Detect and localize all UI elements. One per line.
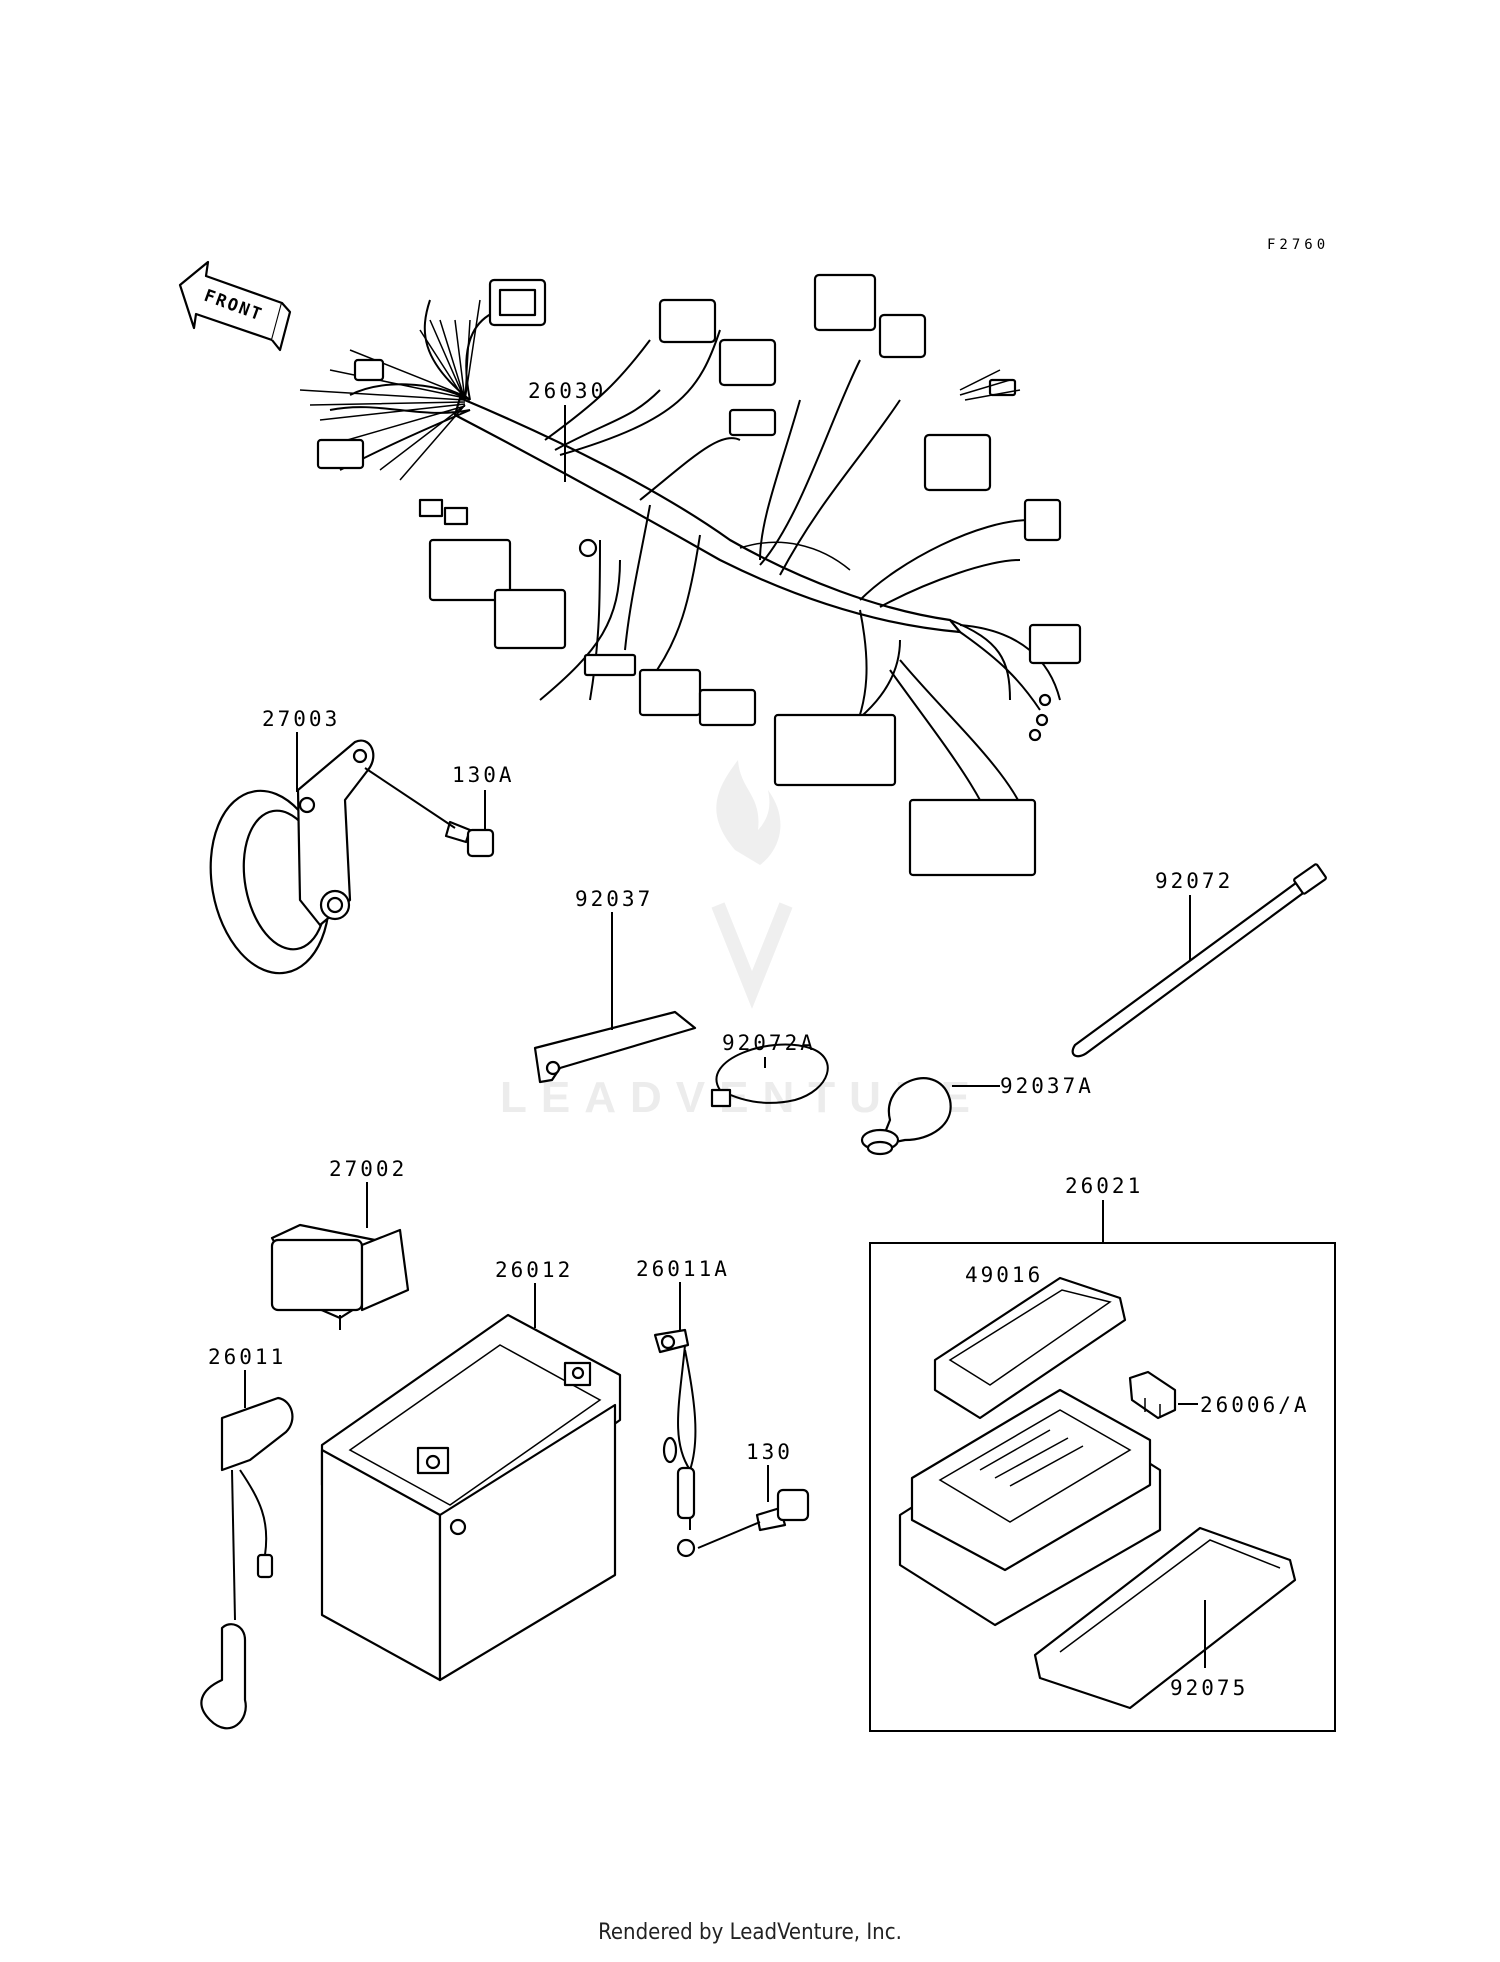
bolt-130 (755, 1488, 810, 1532)
label-26006A: 26006/A (1200, 1393, 1310, 1417)
battery-26012 (320, 1313, 622, 1682)
fuse-26006A (1128, 1370, 1177, 1420)
label-92072A: 92072A (722, 1031, 816, 1055)
clamp-92037A (860, 1077, 952, 1156)
label-92072: 92072 (1155, 869, 1233, 893)
figure-code: F2760 (1267, 237, 1329, 253)
horn-27003 (209, 739, 375, 975)
relay-27002 (270, 1223, 410, 1330)
label-26030: 26030 (528, 379, 606, 403)
label-49016: 49016 (965, 1263, 1043, 1287)
fuse-box-cover-49016 (933, 1276, 1127, 1420)
label-130: 130 (746, 1440, 793, 1464)
leader-bolt-130A (364, 767, 456, 829)
strap-92037 (533, 1010, 697, 1084)
cable-26011 (200, 1396, 294, 1730)
fuse-box-tray-92075 (1033, 1526, 1297, 1710)
leader-bolt-130 (697, 1521, 761, 1549)
label-26011A: 26011A (636, 1257, 730, 1281)
fuse-box-body (898, 1388, 1162, 1627)
label-92075: 92075 (1170, 1676, 1248, 1700)
footer-credit: Rendered by LeadVenture, Inc. (598, 1920, 902, 1945)
front-arrow: FRONT (178, 260, 292, 352)
cable-tie-92072 (1071, 863, 1327, 1058)
cable-26011A (653, 1328, 697, 1558)
label-27002: 27002 (329, 1157, 407, 1181)
label-130A: 130A (452, 763, 515, 787)
main-harness-26030 (299, 273, 1082, 877)
label-26021: 26021 (1065, 1174, 1143, 1198)
label-26012: 26012 (495, 1258, 573, 1282)
label-27003: 27003 (262, 707, 340, 731)
label-92037A: 92037A (1000, 1074, 1094, 1098)
label-26011: 26011 (208, 1345, 286, 1369)
label-92037: 92037 (575, 887, 653, 911)
cable-tie-92072A (710, 1043, 829, 1108)
